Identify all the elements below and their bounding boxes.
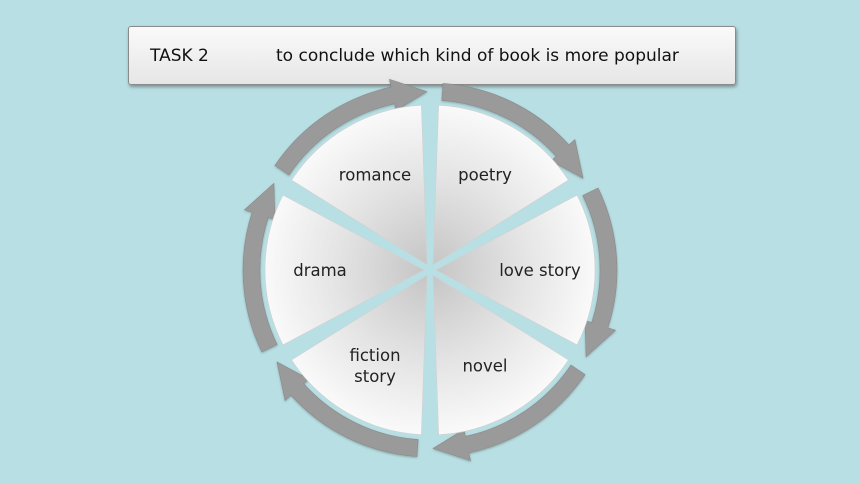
cycle-arrow [242, 182, 278, 353]
cycle-segment-label: novel [462, 356, 507, 375]
cycle-wedge [264, 194, 425, 346]
cycle-wedge [291, 104, 428, 266]
cycle-segment-label: drama [293, 261, 347, 280]
cycle-wedge [291, 274, 428, 436]
task-text: to conclude which kind of book is more p… [276, 46, 679, 66]
cycle-arrow [582, 187, 618, 358]
cycle-arrow [274, 78, 428, 176]
task-banner: TASK 2 to conclude which kind of book is… [128, 26, 736, 85]
cycle-segment-label: love story [499, 261, 581, 280]
cycle-wedge [432, 274, 569, 436]
cycle-arrow [276, 361, 419, 457]
cycle-wedge [435, 194, 596, 346]
cycle-segment-label: romance [339, 166, 411, 185]
cycle-wedge [432, 104, 569, 266]
cycle-arrows [242, 78, 618, 462]
cycle-arrow [441, 83, 584, 179]
cycle-arrow [432, 364, 586, 462]
task-label: TASK 2 [150, 46, 209, 66]
cycle-wedges [264, 104, 596, 436]
cycle-segment-label: poetry [458, 166, 512, 185]
